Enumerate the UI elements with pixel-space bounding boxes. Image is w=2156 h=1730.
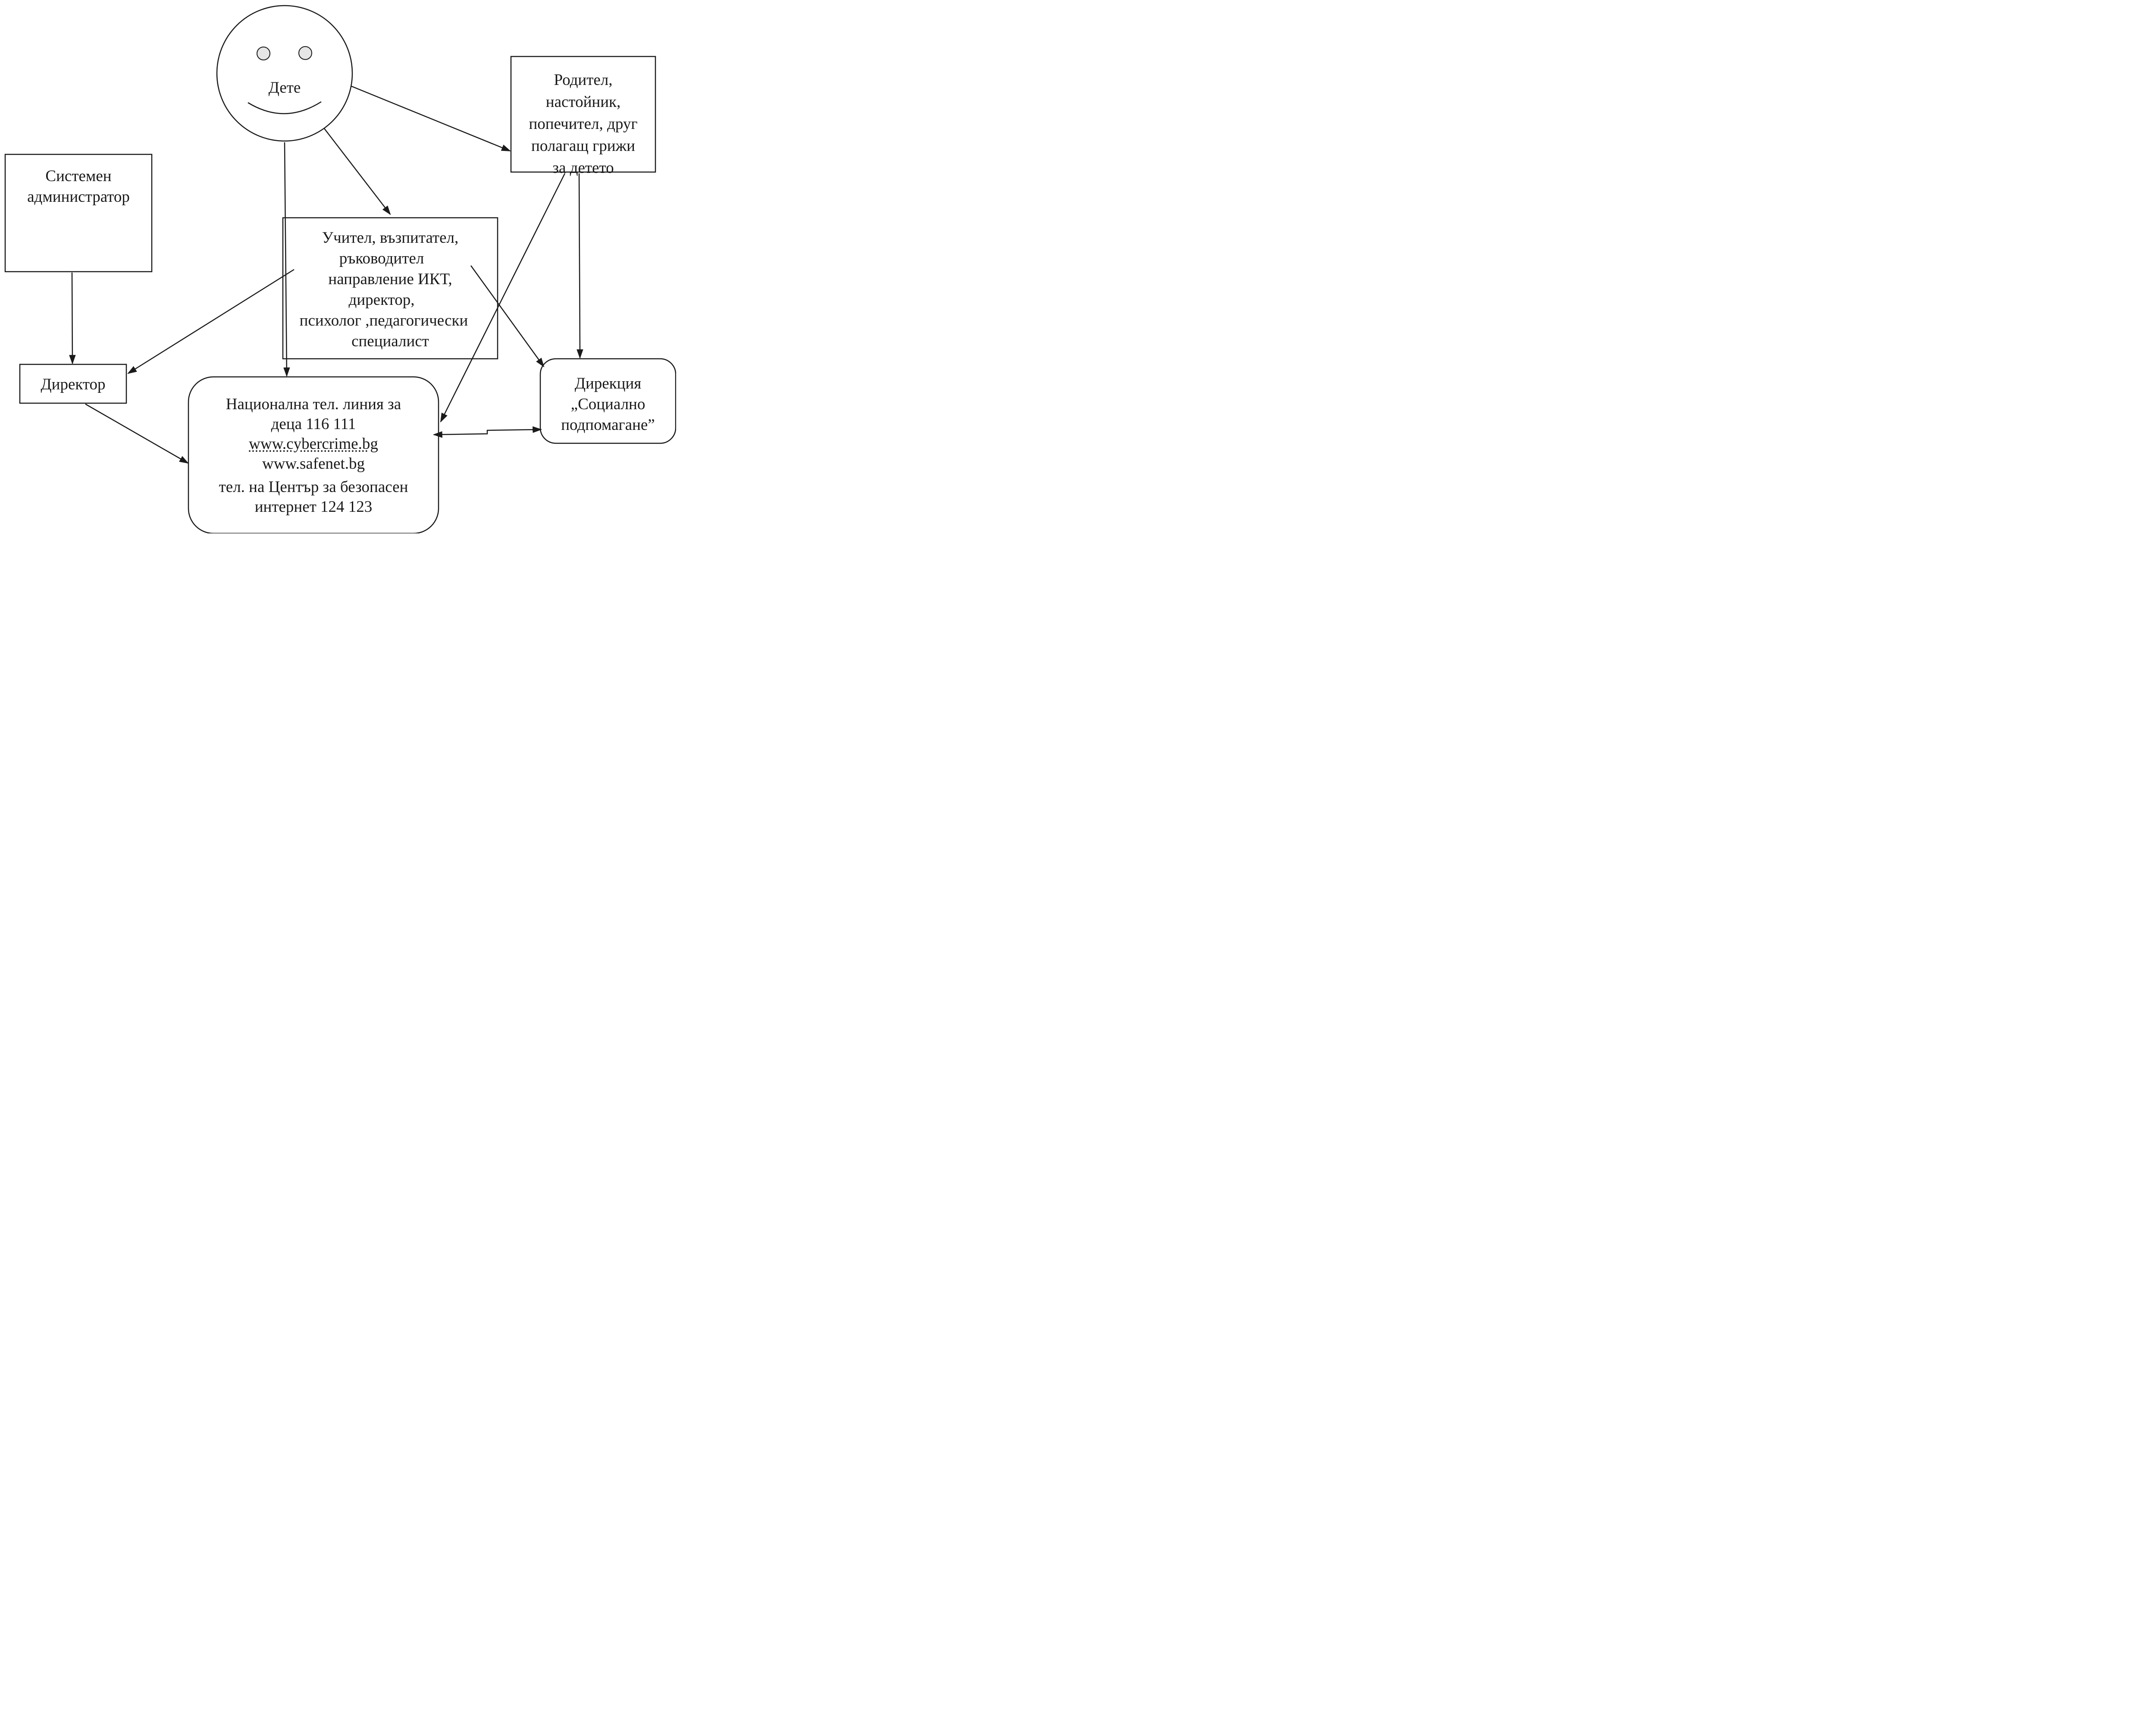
diagram-graphics (4, 5, 676, 533)
child-label: Дете (241, 78, 328, 98)
safenet-link[interactable]: www.safenet.bg (262, 455, 365, 473)
teacher-line-3: направление ИКТ, (328, 270, 452, 288)
teacher-line-1: Учител, възпитател, (322, 229, 459, 247)
social-label: Дирекция „Социално подпомагане” (540, 373, 676, 436)
parent-box (510, 56, 656, 173)
diagram-canvas: Дете Родител, настойник, попечител, друг… (0, 0, 676, 533)
hotline-line-1: Национална тел. линия за (226, 395, 401, 413)
parent-line-2: настойник, (545, 93, 621, 111)
parent-line-5: за детето (552, 159, 614, 177)
social-line-2: „Социално (570, 395, 646, 413)
parent-line-3: попечител, друг (529, 115, 638, 133)
sysadmin-line-1: Системен (45, 167, 112, 185)
sysadmin-label: Системен администратор (5, 166, 152, 207)
smile-icon (248, 101, 322, 114)
arrow-parent-to-social (577, 173, 583, 359)
arrow-parent-to-hotline (440, 173, 566, 423)
teacher-line-4: директор, (348, 291, 415, 309)
social-line-1: Дирекция (574, 375, 642, 392)
arrow-teacher-to-social (470, 265, 545, 367)
right-eye-icon (298, 46, 312, 60)
hotline-box (188, 376, 439, 533)
hotline-line-6: интернет 124 123 (254, 498, 373, 516)
teacher-line-2: ръководител (339, 250, 424, 267)
arrow-teacher-to-director (127, 269, 295, 374)
child-circle (216, 5, 353, 142)
child-label-text: Дете (268, 79, 301, 97)
director-label: Директор (20, 374, 126, 395)
sysadmin-line-2: администратор (27, 188, 130, 206)
arrow-child-to-parent (351, 85, 511, 152)
hotline-line-2: деца 116 111 (271, 415, 356, 433)
arrow-child-to-hotline (283, 142, 290, 377)
cybercrime-link[interactable]: www.cybercrime.bg (249, 435, 378, 453)
social-box (539, 358, 676, 444)
parent-label: Родител, настойник, попечител, друг пола… (511, 69, 655, 179)
arrow-director-to-hotline (85, 403, 189, 464)
child-face (216, 5, 353, 142)
parent-line-4: полагащ грижи (531, 137, 635, 155)
arrow-child-to-teacher (324, 128, 391, 215)
hotline-label: Национална тел. линия за деца 116 111 ww… (188, 395, 439, 517)
teacher-box (282, 217, 498, 360)
sysadmin-box (4, 154, 153, 273)
arrow-hotline-social-bidirectional (432, 426, 542, 438)
left-eye-icon (257, 47, 270, 60)
hotline-line-5: тел. на Център за безопасен (219, 478, 408, 496)
teacher-label: Учител, възпитател, ръководител направле… (283, 228, 498, 352)
parent-line-1: Родител, (554, 71, 613, 89)
teacher-line-6: специалист (351, 332, 429, 350)
social-line-3: подпомагане” (561, 416, 655, 434)
teacher-line-5: психолог ,педагогически (299, 312, 468, 329)
director-label-text: Директор (41, 376, 106, 393)
